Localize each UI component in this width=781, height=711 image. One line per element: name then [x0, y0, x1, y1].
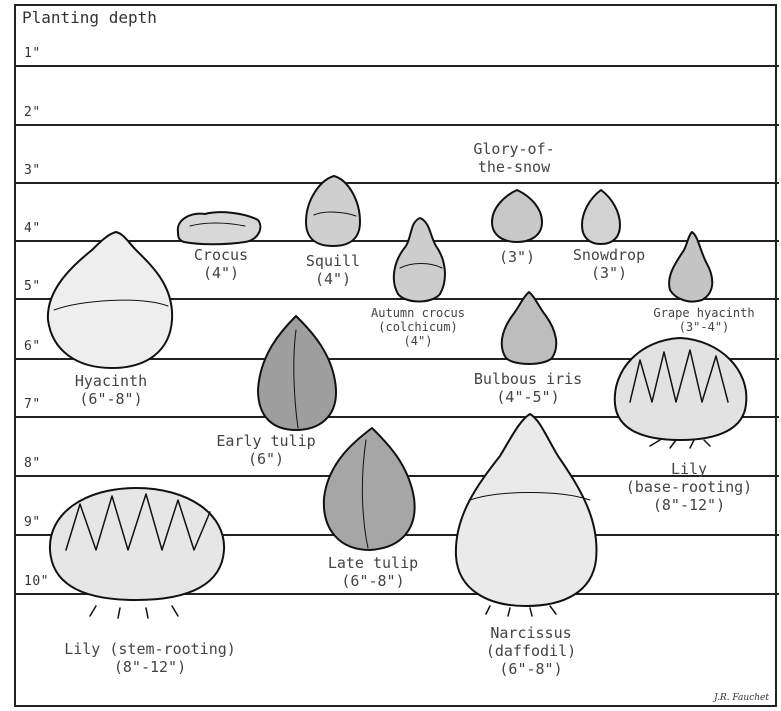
bulbous-iris-bulb-icon	[502, 292, 557, 364]
autumn-crocus-name: Autumn crocus	[358, 306, 478, 320]
label-crocus: Crocus (4")	[176, 246, 266, 282]
label-glory-depth: (3")	[484, 248, 550, 266]
squill-depth: (4")	[288, 270, 378, 288]
label-snowdrop: Snowdrop (3")	[566, 246, 652, 282]
crocus-depth: (4")	[176, 264, 266, 282]
early-tulip-depth: (6")	[192, 450, 340, 468]
early-tulip-bulb-icon	[258, 316, 336, 430]
lily-base-name-line2: (base-rooting)	[600, 478, 778, 496]
label-lily-base-rooting: Lily (base-rooting) (8"-12")	[600, 460, 778, 514]
autumn-crocus-name-line2: (colchicum)	[358, 320, 478, 334]
bulbous-iris-name: Bulbous iris	[450, 370, 606, 388]
lily-stem-name: Lily (stem-rooting)	[22, 640, 278, 658]
grape-hyacinth-name: Grape hyacinth	[630, 306, 778, 320]
autumn-crocus-depth: (4")	[358, 334, 478, 348]
label-autumn-crocus: Autumn crocus (colchicum) (4")	[358, 306, 478, 348]
squill-name: Squill	[288, 252, 378, 270]
snowdrop-bulb-icon	[582, 190, 620, 244]
hyacinth-bulb-icon	[48, 232, 172, 368]
label-lily-stem-rooting: Lily (stem-rooting) (8"-12")	[22, 640, 278, 676]
label-late-tulip: Late tulip (6"-8")	[302, 554, 444, 590]
autumn-crocus-bulb-icon	[394, 218, 445, 302]
hyacinth-depth: (6"-8")	[56, 390, 166, 408]
snowdrop-name: Snowdrop	[566, 246, 652, 264]
early-tulip-name: Early tulip	[192, 432, 340, 450]
glory-name-line1: Glory-of-	[454, 140, 574, 158]
grape-hyacinth-bulb-icon	[669, 232, 712, 302]
crocus-name: Crocus	[176, 246, 266, 264]
label-hyacinth: Hyacinth (6"-8")	[56, 372, 166, 408]
glory-of-the-snow-bulb-icon	[492, 190, 542, 242]
label-early-tulip: Early tulip (6")	[192, 432, 340, 468]
label-glory-of-the-snow: Glory-of- the-snow	[454, 140, 574, 176]
hyacinth-name: Hyacinth	[56, 372, 166, 390]
crocus-bulb-icon	[178, 212, 261, 244]
narcissus-depth: (6"-8")	[466, 660, 596, 678]
label-bulbous-iris: Bulbous iris (4"-5")	[450, 370, 606, 406]
lily-base-rooting-bulb-icon	[615, 338, 747, 448]
lily-base-depth: (8"-12")	[600, 496, 778, 514]
label-narcissus: Narcissus (daffodil) (6"-8")	[466, 624, 596, 678]
bulbous-iris-depth: (4"-5")	[450, 388, 606, 406]
glory-name-line2: the-snow	[454, 158, 574, 176]
glory-depth: (3")	[484, 248, 550, 266]
narcissus-name: Narcissus	[466, 624, 596, 642]
narcissus-bulb-icon	[456, 414, 597, 616]
late-tulip-depth: (6"-8")	[302, 572, 444, 590]
squill-bulb-icon	[306, 176, 360, 246]
lily-stem-depth: (8"-12")	[22, 658, 278, 676]
narcissus-name-line2: (daffodil)	[466, 642, 596, 660]
artist-signature: J.R. Fauchet	[714, 693, 769, 703]
lily-stem-rooting-bulb-icon	[50, 488, 224, 618]
label-squill: Squill (4")	[288, 252, 378, 288]
late-tulip-name: Late tulip	[302, 554, 444, 572]
snowdrop-depth: (3")	[566, 264, 652, 282]
grape-hyacinth-depth: (3"-4")	[630, 320, 778, 334]
lily-base-name: Lily	[600, 460, 778, 478]
label-grape-hyacinth: Grape hyacinth (3"-4")	[630, 306, 778, 334]
